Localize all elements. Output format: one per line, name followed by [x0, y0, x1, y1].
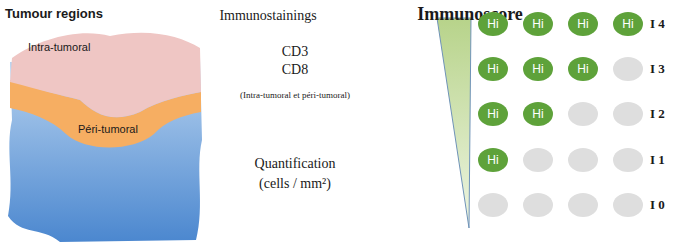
empty-circle [613, 57, 643, 81]
node-text: Hi [487, 62, 498, 76]
empty-circle [523, 148, 553, 172]
score-circle: Hi [478, 57, 508, 81]
node-text: Hi [577, 17, 588, 31]
empty-circle [523, 193, 553, 217]
empty-circle [568, 193, 598, 217]
peritumoral-label: Péri-tumoral [76, 122, 140, 136]
empty-circle [613, 148, 643, 172]
note: (Intra-tumoral et péri-tumoral) [240, 90, 350, 100]
intratumoral-region [10, 33, 201, 118]
unit-label: (cells / mm²) [259, 176, 331, 192]
score-circle: Hi [523, 57, 553, 81]
node-text: Hi [532, 107, 543, 121]
node-text: Hi [487, 153, 498, 167]
score-level: I 1 [650, 152, 665, 168]
score-circle: Hi [568, 12, 598, 36]
node-text: Hi [487, 17, 498, 31]
column-heading: Immunostainings [219, 8, 316, 24]
node-text: Hi [577, 62, 588, 76]
score-level: I 4 [650, 16, 665, 32]
node-text: Intra-tumoral [28, 41, 90, 53]
score-circle: Hi [568, 57, 598, 81]
score-circle: Hi [613, 12, 643, 36]
score-wedge [437, 18, 471, 228]
marker-name: CD8 [282, 62, 308, 78]
empty-circle [568, 102, 598, 126]
empty-circle [613, 102, 643, 126]
score-circle: Hi [478, 102, 508, 126]
score-circle: Hi [523, 12, 553, 36]
score-circle: Hi [523, 102, 553, 126]
score-circle: Hi [478, 12, 508, 36]
score-level: I 0 [650, 197, 665, 213]
method-label: Quantification [255, 156, 336, 172]
node-text: Hi [487, 107, 498, 121]
node-text: Hi [532, 62, 543, 76]
column-heading: Tumour regions [5, 6, 103, 21]
node-text: Hi [622, 17, 633, 31]
empty-circle [613, 193, 643, 217]
score-level: I 3 [650, 61, 665, 77]
empty-circle [478, 193, 508, 217]
intratumoral-label: Intra-tumoral [26, 40, 92, 54]
empty-circles [478, 57, 643, 217]
node-text: Péri-tumoral [78, 123, 138, 135]
empty-circle [568, 148, 598, 172]
score-circle: Hi [478, 148, 508, 172]
score-level: I 2 [650, 106, 665, 122]
marker-name: CD3 [282, 44, 308, 60]
node-text: Hi [532, 17, 543, 31]
